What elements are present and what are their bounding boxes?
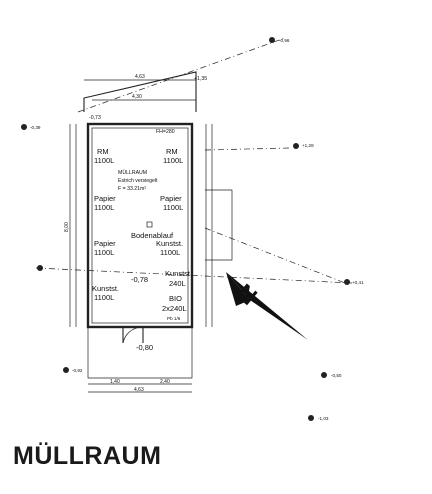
roof-edge bbox=[83, 71, 197, 112]
dim-top-total: 4,63 bbox=[135, 74, 145, 80]
bin-papier-right-size: 1100L bbox=[163, 203, 183, 212]
bin-papier-left-size: 1100L bbox=[94, 203, 114, 212]
bin-rm-right-name: RM bbox=[166, 147, 178, 156]
bin-rm-left-size: 1100L bbox=[94, 156, 114, 165]
bin-bio-name: BIO bbox=[169, 294, 182, 303]
entrance-pad bbox=[87, 327, 193, 379]
level-marker-left-top: -0,39 bbox=[21, 124, 41, 130]
room-label-top: FH=280 bbox=[156, 129, 175, 135]
bin-kunstst-right-size: 1100L bbox=[160, 248, 180, 257]
drain-label: Bodenablauf bbox=[131, 231, 174, 240]
door-label: Pb 1/6 bbox=[167, 316, 181, 321]
svg-text:-1,03: -1,03 bbox=[318, 416, 329, 421]
svg-text:+1,28: +1,28 bbox=[302, 143, 314, 148]
bin-rm-right-size: 1100L bbox=[163, 156, 183, 165]
room-name: MÜLLRAUM bbox=[118, 169, 147, 176]
room-area: F = 33.21m² bbox=[118, 186, 146, 192]
bin-papier-left-name: Papier bbox=[94, 194, 116, 203]
level-floor: -0,73 bbox=[89, 115, 101, 121]
level-marker-left-low: -0,92 bbox=[63, 367, 83, 373]
drain-icon bbox=[146, 221, 153, 228]
level-entrance: -0,80 bbox=[136, 343, 153, 352]
svg-text:-0,92: -0,92 bbox=[72, 368, 83, 373]
page-title: MÜLLRAUM bbox=[13, 442, 162, 470]
room-floor: Estrich versiegelt bbox=[118, 178, 158, 184]
dim-bottom-total: 4,63 bbox=[134, 387, 144, 393]
level-marker-top-right: -0,96 bbox=[269, 37, 290, 43]
right-guideline-2 bbox=[204, 147, 291, 151]
level-marker-right-mid: +1,28 bbox=[293, 143, 314, 149]
svg-text:-0,39: -0,39 bbox=[30, 125, 41, 130]
dim-bottom-right: 2,40 bbox=[160, 379, 170, 385]
bin-kunstst-small-size: 240L bbox=[169, 279, 186, 288]
bin-rm-left-name: RM bbox=[97, 147, 109, 156]
level-inside: -0,78 bbox=[131, 275, 148, 284]
level-marker-right-low: +0,41 bbox=[344, 279, 364, 285]
svg-text:-0,96: -0,96 bbox=[279, 38, 290, 43]
level-marker-bottom-far: -1,03 bbox=[308, 415, 329, 421]
level-roof-edge: +1,35 bbox=[194, 76, 207, 82]
right-guideline bbox=[204, 227, 346, 284]
bin-kunstst-left-size: 1100L bbox=[94, 293, 114, 302]
room-inner-wall bbox=[91, 127, 189, 324]
level-marker-bottom-right: -0,50 bbox=[321, 372, 342, 378]
bin-bio-size: 2x240L bbox=[162, 304, 187, 313]
svg-text:+0,41: +0,41 bbox=[352, 280, 364, 285]
bin-kunstst-left-name: Kunstst. bbox=[92, 284, 119, 293]
adjacent-building bbox=[205, 189, 233, 261]
bin-papier-right-name: Papier bbox=[160, 194, 182, 203]
bin-kunstst-right-name: Kunstst. bbox=[156, 239, 183, 248]
bin-papier-left2-name: Papier bbox=[94, 239, 116, 248]
svg-text:-0,50: -0,50 bbox=[331, 373, 342, 378]
north-arrow-icon: N bbox=[226, 272, 308, 340]
dim-bottom-left: 1,40 bbox=[110, 379, 120, 385]
entrance-door bbox=[122, 326, 144, 344]
bin-papier-left2-size: 1100L bbox=[94, 248, 114, 257]
dim-top-inner: 4,30 bbox=[132, 94, 142, 100]
level-marker-left-mid bbox=[37, 265, 43, 271]
bin-kunstst-small-name: Kunstst. bbox=[165, 269, 192, 278]
dim-left-total: 8,00 bbox=[64, 222, 70, 232]
section-guideline bbox=[35, 267, 353, 284]
